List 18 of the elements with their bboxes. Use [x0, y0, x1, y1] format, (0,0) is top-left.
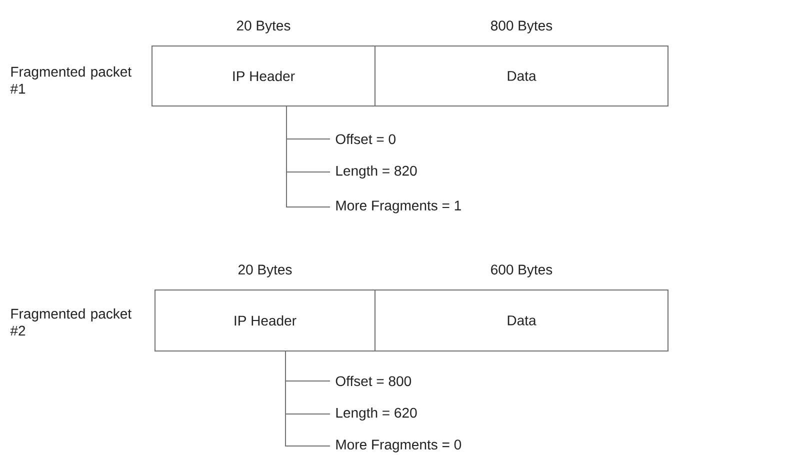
- field-value-text: Offset = 0: [336, 134, 396, 144]
- connector-line: [286, 106, 330, 208]
- packet-field-box: Data: [374, 290, 668, 352]
- field-value-text: Length = 820: [336, 165, 417, 178]
- size-label: 800 Bytes: [490, 20, 552, 34]
- field-value-text: More Fragments = 0: [336, 440, 462, 452]
- packet-field-box: IP Header: [152, 46, 376, 106]
- packet-label: Fragmented packet #2: [10, 308, 132, 336]
- size-label: 20 Bytes: [238, 264, 292, 278]
- field-value-text: More Fragments = 1: [336, 200, 461, 214]
- packet-label: Fragmented packet #1: [10, 66, 132, 94]
- packet-field-box: Data: [374, 46, 668, 106]
- field-value-text: Offset = 800: [336, 376, 412, 386]
- size-label: 20 Bytes: [236, 20, 290, 34]
- packet-field-box: IP Header: [154, 290, 376, 352]
- field-value-text: Length = 620: [336, 407, 417, 420]
- connector-line: [285, 350, 330, 446]
- size-label: 600 Bytes: [491, 264, 552, 278]
